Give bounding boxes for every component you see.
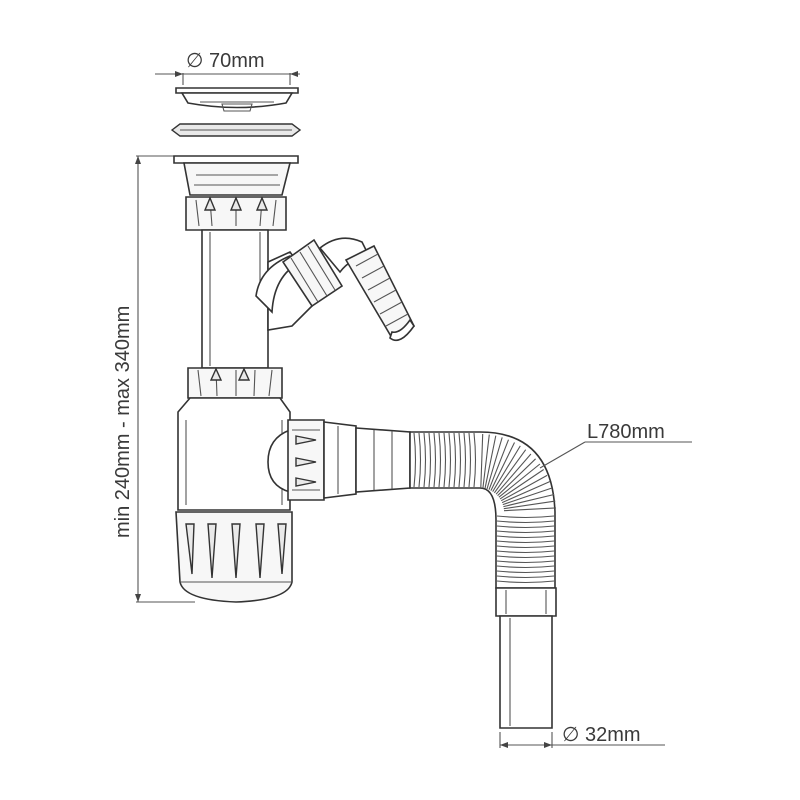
- hose-rib: [503, 507, 556, 512]
- hose-rib: [438, 432, 442, 488]
- upper-nut: [185, 196, 287, 231]
- hose-rib: [501, 480, 551, 504]
- hose-rib: [496, 565, 555, 569]
- hose-rib: [503, 500, 556, 510]
- strainer-plug: [175, 87, 299, 112]
- top-diameter-label: ∅ 70mm: [186, 50, 265, 72]
- hose-rib: [496, 570, 555, 574]
- hose-rib: [458, 432, 462, 488]
- hose-rib: [473, 432, 477, 488]
- hose-rib: [503, 493, 555, 508]
- hose-rib: [443, 432, 447, 488]
- hose-rib: [496, 550, 555, 554]
- sealing-ring: [170, 123, 302, 137]
- hose-rib: [499, 469, 545, 500]
- outlet-diameter-dimension: ∅ 32mm: [499, 724, 665, 748]
- outlet-pipe: [495, 587, 557, 729]
- hose-rib: [493, 449, 527, 494]
- hose-rib: [497, 458, 536, 496]
- hose-rib: [496, 560, 555, 564]
- top-diameter-dimension: ∅ 70mm: [155, 50, 300, 85]
- hose-rib: [496, 580, 555, 584]
- hose-rib: [480, 433, 484, 489]
- hose-rib: [502, 487, 553, 506]
- hose-rib: [418, 432, 422, 488]
- hose-length-label: L780mm: [587, 421, 665, 443]
- hose-rib: [496, 575, 555, 579]
- hose-rib: [496, 535, 555, 539]
- sink-flange: [173, 155, 299, 196]
- hose-rib: [488, 439, 510, 490]
- hose-rib: [496, 530, 555, 534]
- corrugated-hose: L780mm: [409, 421, 692, 589]
- appliance-inlet: [255, 237, 416, 342]
- hose-rib: [482, 434, 490, 489]
- hose-rib: [496, 515, 555, 519]
- hose-rib: [496, 545, 555, 549]
- outlet-diameter-label: ∅ 32mm: [562, 724, 641, 746]
- hose-rib: [448, 432, 452, 488]
- height-range-label: min 240mm - max 340mm: [112, 306, 134, 538]
- hose-rib: [496, 540, 555, 544]
- hose-rib: [486, 437, 503, 490]
- hose-rib: [468, 432, 472, 488]
- hose-rib: [496, 525, 555, 529]
- hose-rib: [484, 435, 497, 489]
- hose-rib: [498, 463, 541, 498]
- hose-rib: [413, 432, 417, 488]
- hose-rib: [433, 432, 437, 488]
- hose-rib: [492, 445, 521, 492]
- middle-nut: [187, 367, 283, 399]
- hose-rib: [428, 432, 432, 488]
- hose-rib: [496, 520, 555, 524]
- hose-rib: [500, 474, 548, 502]
- bottle-trap-body: [177, 397, 291, 511]
- hose-rib: [490, 442, 515, 491]
- hose-rib: [453, 432, 457, 488]
- hose-rib: [463, 432, 467, 488]
- bottom-cup: [175, 511, 293, 603]
- hose-rib: [423, 432, 427, 488]
- height-dimension: min 240mm - max 340mm: [112, 155, 195, 603]
- hose-rib: [496, 555, 555, 559]
- outlet-nut: [287, 419, 411, 501]
- hose-rib: [495, 453, 532, 495]
